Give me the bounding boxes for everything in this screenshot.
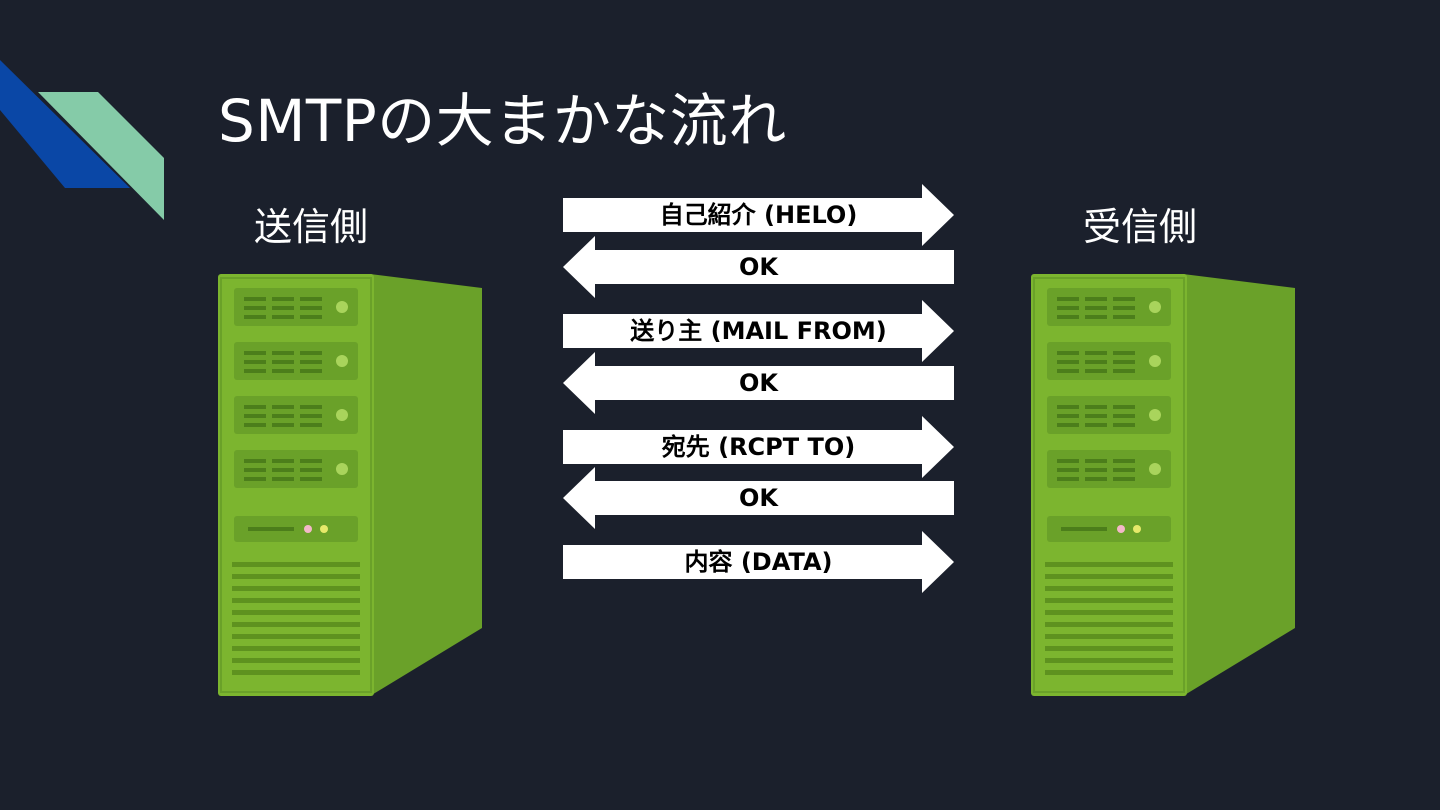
receiver-label: 受信側 <box>1083 205 1198 249</box>
arrow-shape <box>563 300 954 362</box>
arrow-shape <box>563 416 954 478</box>
sender-label: 送信側 <box>254 205 369 249</box>
corner-decoration <box>0 60 164 220</box>
arrow-shape <box>563 352 954 414</box>
arrow-right-icon <box>563 300 954 362</box>
arrow-right-icon <box>563 184 954 246</box>
arrow-right-icon <box>563 531 954 593</box>
arrow-left-icon <box>563 467 954 529</box>
slide-title: SMTPの大まかな流れ <box>218 87 787 155</box>
arrow-shape <box>563 236 954 298</box>
receiver-server-icon <box>1031 273 1296 697</box>
message-label: OK <box>739 369 778 397</box>
arrow-right-icon <box>563 416 954 478</box>
message-label: 内容 (DATA) <box>684 548 833 576</box>
deco-teal-stripe <box>38 92 164 220</box>
arrow-left-icon <box>563 352 954 414</box>
message-label: 自己紹介 (HELO) <box>659 201 858 229</box>
sender-server-icon <box>218 273 483 697</box>
arrow-shape <box>563 184 954 246</box>
arrow-shape <box>563 467 954 529</box>
arrow-left-icon <box>563 236 954 298</box>
message-label: OK <box>739 253 778 281</box>
message-label: OK <box>739 484 778 512</box>
deco-blue-stripe <box>0 60 130 188</box>
message-label: 送り主 (MAIL FROM) <box>630 317 887 345</box>
message-label: 宛先 (RCPT TO) <box>661 433 856 461</box>
arrow-shape <box>563 531 954 593</box>
